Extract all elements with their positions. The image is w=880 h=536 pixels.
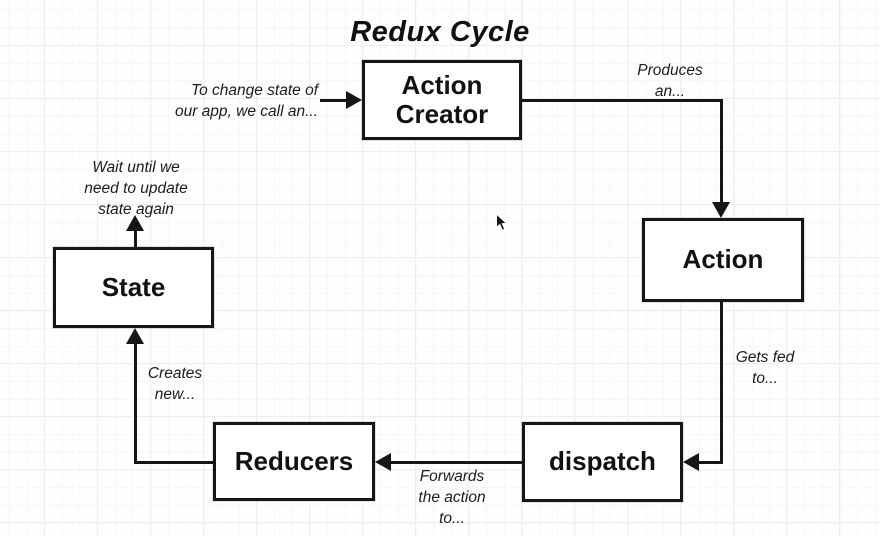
edge-line (134, 342, 137, 464)
arrowhead-down (712, 202, 730, 218)
edge-line (320, 99, 350, 102)
edge-line (389, 461, 522, 464)
mouse-cursor-shape (496, 213, 508, 231)
edge-label-produces-an: Produces an... (637, 62, 703, 101)
node-state-label: State (101, 271, 166, 302)
arrowhead-up (126, 215, 144, 231)
node-state: State (53, 247, 214, 328)
arrowhead-left (683, 453, 699, 471)
edge-line (134, 229, 137, 247)
edge-line (134, 461, 214, 464)
node-action-creator: Action Creator (362, 60, 522, 140)
node-action: Action (642, 218, 804, 302)
edge-label-to-change-state: To change state of our app, we call an..… (174, 82, 318, 121)
node-reducers-label: Reducers (234, 445, 354, 476)
node-reducers: Reducers (213, 422, 375, 501)
node-action-label: Action (682, 244, 764, 275)
edge-label-wait-until: Wait until we need to update state again (84, 159, 188, 219)
edge-label-gets-fed-to: Gets fed to... (735, 349, 795, 388)
edge-line (697, 461, 723, 464)
edge-line (720, 302, 723, 464)
arrowhead-up (126, 328, 144, 344)
edge-line (720, 99, 723, 204)
node-dispatch-label: dispatch (549, 446, 656, 477)
arrowhead-right (346, 91, 362, 109)
edge-label-forwards-the-action-to: Forwards the action to... (418, 468, 486, 528)
node-action-creator-label: Action Creator (395, 69, 489, 129)
arrowhead-left (375, 453, 391, 471)
mouse-cursor-icon (496, 213, 508, 231)
diagram-title: Redux Cycle (350, 16, 530, 48)
node-dispatch: dispatch (522, 422, 683, 502)
edge-line (522, 99, 723, 102)
edge-label-creates-new: Creates new... (147, 365, 203, 404)
